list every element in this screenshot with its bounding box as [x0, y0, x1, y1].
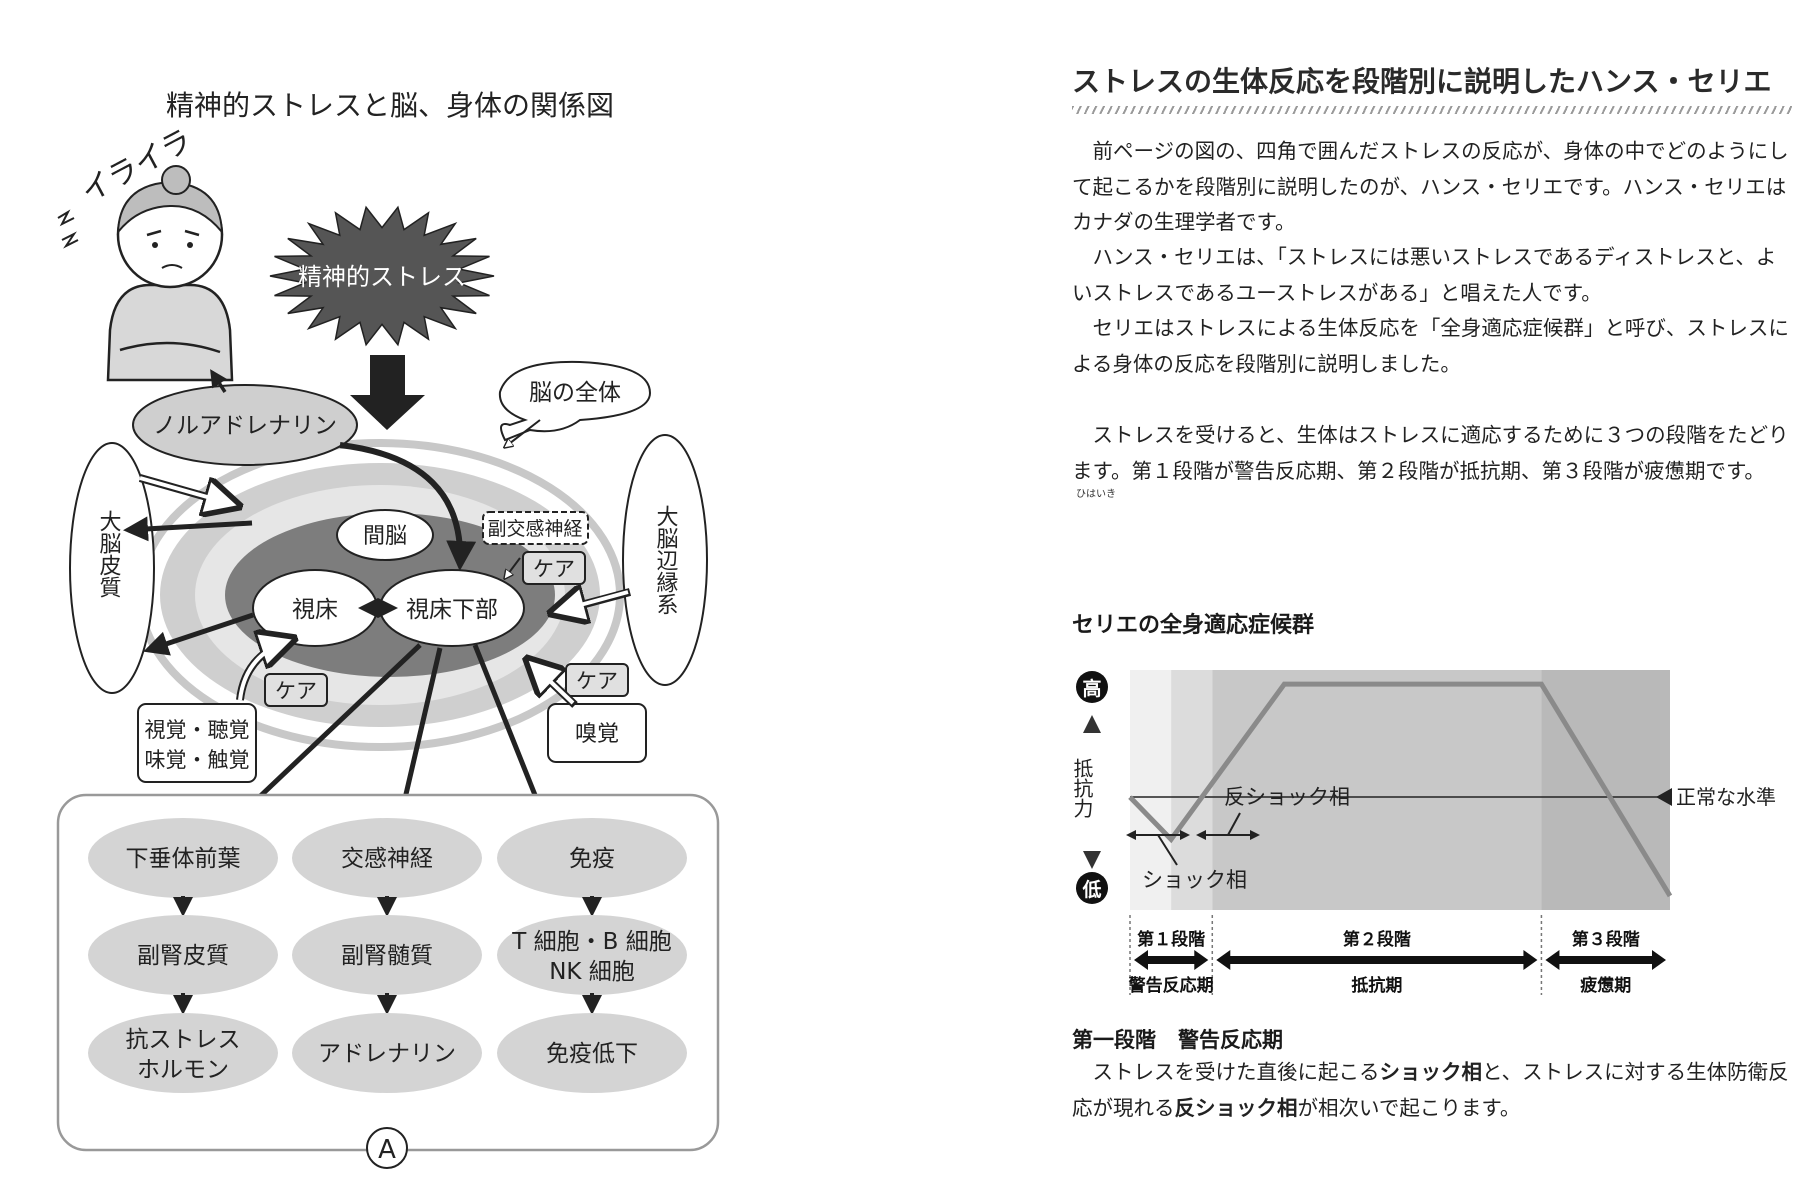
- response-label: 副腎髄質: [341, 943, 433, 969]
- hypothalamus-label: 視床下部: [406, 597, 498, 623]
- para5-bold-anti-shock: 反ショック相: [1174, 1095, 1298, 1120]
- stress-burst-label: 精神的ストレス: [298, 263, 466, 291]
- response-ellipse: [292, 915, 482, 995]
- senses-line1: 視覚・聴覚: [145, 718, 250, 742]
- care-box-2: [264, 673, 328, 707]
- y-high-label: 高: [1082, 677, 1101, 700]
- response-label: 免疫: [569, 846, 615, 872]
- box-marker: A: [378, 1135, 396, 1165]
- stage-span-arrow: [1134, 950, 1209, 970]
- care-label-2: ケア: [275, 679, 317, 703]
- stage-name: 第２段階: [1343, 929, 1411, 950]
- paragraph-2: ハンス・セリエは、「ストレスには悪いストレスであるディストレスと、よいストレスで…: [1072, 245, 1777, 305]
- stress-burst: [269, 205, 495, 347]
- noradrenaline-label: ノルアドレナリン: [153, 413, 337, 439]
- resistance-line: [1128, 681, 1673, 898]
- noradrenaline-ellipse: [132, 384, 358, 466]
- response-ellipse: [292, 818, 482, 898]
- thalamus-label: 視床: [292, 597, 338, 623]
- stage-name: 第１段階: [1137, 929, 1205, 950]
- box-marker-circle: [366, 1127, 408, 1169]
- care-label-1: ケア: [533, 557, 575, 581]
- right-page-title: ストレスの生体反応を段階別に説明したハンス・セリエ: [1072, 65, 1772, 98]
- smell-box: [547, 703, 647, 763]
- diencephalon-label: 間脳: [363, 524, 407, 549]
- irritated-person-illustration: [57, 165, 234, 382]
- para5-bold-shock: ショック相: [1379, 1060, 1483, 1084]
- cortex-ellipse: [69, 442, 155, 694]
- stress-down-arrow: [350, 355, 425, 430]
- limbic-label: 大脳辺縁系: [653, 505, 679, 615]
- paragraph-1: 前ページの図の、四角で囲んだストレスの反応が、身体の中でどのようにして起こるかを…: [1072, 139, 1789, 234]
- response-label: 下垂体前葉: [126, 846, 241, 872]
- phase-annotations: [1126, 812, 1260, 866]
- y-axis-scale: 高 抵抗力 低: [1070, 671, 1108, 904]
- response-label: 交感神経: [341, 846, 433, 872]
- brain-ellipses: [136, 439, 624, 751]
- whole-brain-label: 脳の全体: [529, 380, 621, 406]
- senses-box: [137, 703, 257, 783]
- stage-span-arrow: [1216, 950, 1538, 970]
- right-page: ストレスの生体反応を段階別に説明したハンス・セリエ 前ページの図の、四角で囲んだ…: [1070, 0, 1800, 1200]
- anti-shock-phase-label: 反ショック相: [1224, 785, 1350, 809]
- response-ellipse: [497, 1013, 687, 1093]
- whole-brain-bubble: [498, 360, 652, 442]
- stage-span-arrow: [1545, 950, 1666, 970]
- paragraph-5: ストレスを受けた直後に起こるショック相と、ストレスに対する生体防衛反応が現れる反…: [1072, 1055, 1796, 1126]
- response-ellipse: [497, 915, 687, 995]
- stage-band: [1130, 670, 1172, 910]
- response-ellipse: [292, 1013, 482, 1093]
- section-heading: 第一段階警告反応期: [1072, 1024, 1283, 1054]
- normal-level-label: 正常な水準: [1676, 785, 1776, 809]
- relationship-diagram: 精神的ストレスと脳、身体の関係図 イライラ 精神的ストレス 大脳皮質 大脳辺縁系…: [56, 89, 720, 1169]
- response-label: アドレナリン: [318, 1041, 456, 1067]
- section-heading-sub: 警告反応期: [1178, 1028, 1283, 1052]
- senses-line2: 味覚・触覚: [145, 748, 250, 772]
- stage-label: 抵抗期: [1351, 975, 1402, 996]
- parasympathetic-box: [482, 511, 589, 545]
- response-ellipse: [497, 818, 687, 898]
- stage-label: 疲憊期: [1580, 975, 1631, 996]
- paragraph-3: セリエはストレスによる生体反応を「全身適応症候群」と呼び、ストレスによる身体の反…: [1072, 316, 1789, 376]
- care-box-1: [522, 551, 586, 585]
- title-underline-hatch: [1072, 106, 1792, 114]
- diagram-title: 精神的ストレスと脳、身体の関係図: [166, 89, 614, 122]
- section-heading-main: 第一段階: [1072, 1028, 1156, 1052]
- cortex-label: 大脳皮質: [96, 510, 122, 598]
- normal-level-marker: [1656, 788, 1672, 807]
- para5-text-c: と、ストレスに対する生体防衛反応が現れる: [1072, 1060, 1789, 1120]
- limbic-ellipse: [622, 434, 708, 686]
- paragraph-4: ストレスを受けると、生体はストレスに適応するために３つの段階をたどります。第１段…: [1072, 423, 1789, 483]
- chart-title: セリエの全身適応症候群: [1072, 613, 1315, 638]
- para5-text-e: が相次いで起こります。: [1297, 1095, 1521, 1120]
- y-low-label: 低: [1081, 878, 1101, 901]
- response-label: 抗ストレスホルモン: [126, 1027, 241, 1083]
- care-label-3: ケア: [576, 669, 618, 693]
- y-axis-label: 抵抗力: [1070, 758, 1094, 818]
- response-label: 免疫低下: [546, 1041, 638, 1067]
- para5-text-a: ストレスを受けた直後に起こる: [1092, 1060, 1380, 1084]
- smell-label: 嗅覚: [575, 722, 619, 747]
- ruby-hihaiki: ひはいき: [1076, 489, 1116, 500]
- diencephalon-ellipse: [336, 509, 434, 561]
- shock-phase-label: ショック相: [1142, 868, 1247, 892]
- left-page: 精神的ストレスと脳、身体の関係図 イライラ 精神的ストレス 大脳皮質 大脳辺縁系…: [0, 0, 900, 1200]
- parasympathetic-label: 副交感神経: [487, 518, 582, 540]
- response-label: 副腎皮質: [137, 943, 229, 969]
- response-ellipse: [88, 818, 278, 898]
- diagram-arrows: [123, 369, 632, 825]
- response-ellipse: [88, 915, 278, 995]
- stage-name: 第３段階: [1572, 929, 1640, 950]
- response-ellipse: [88, 1013, 278, 1093]
- stage-label: 警告反応期: [1128, 975, 1214, 996]
